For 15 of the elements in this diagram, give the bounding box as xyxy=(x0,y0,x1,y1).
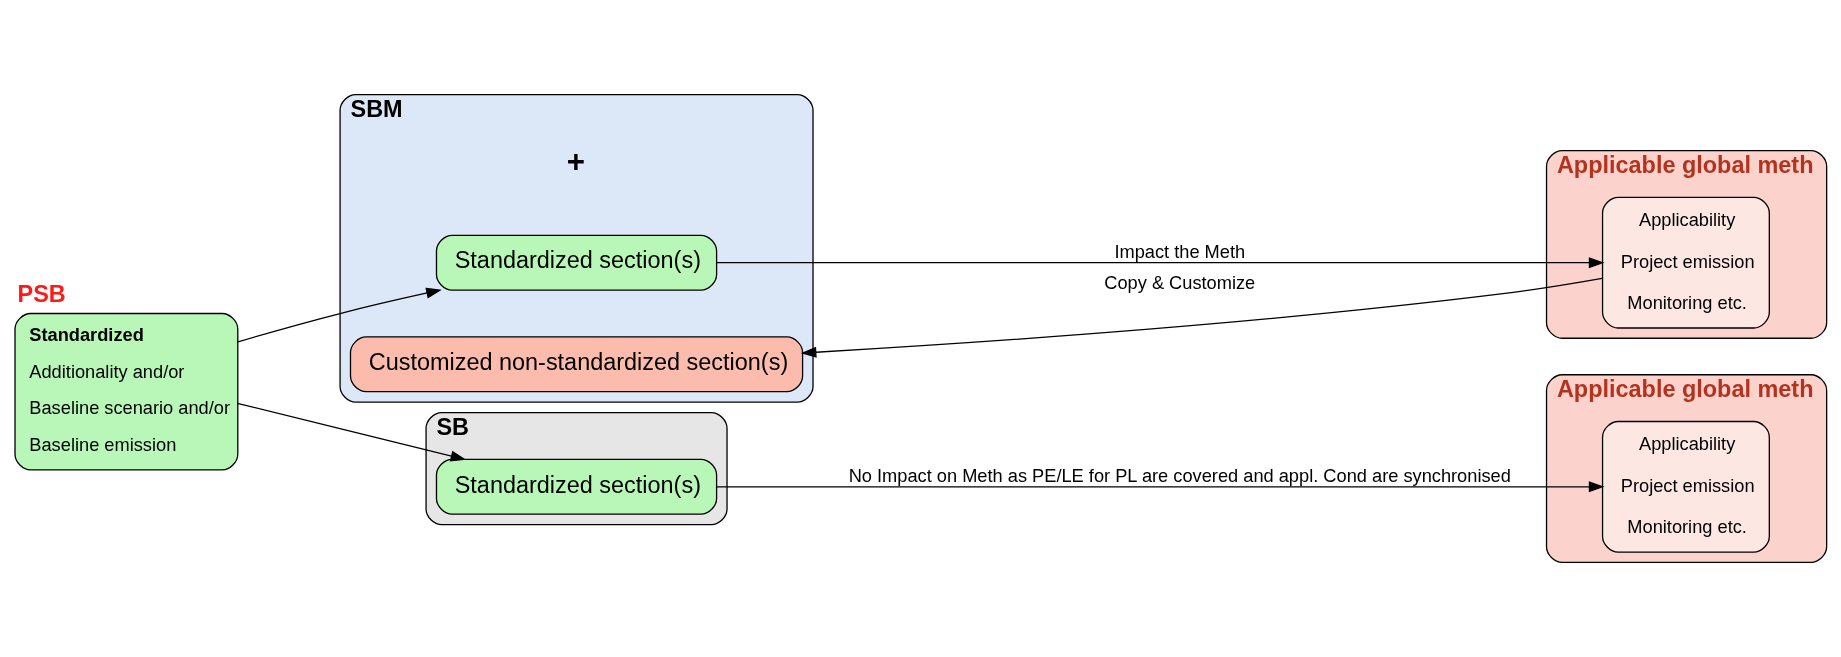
node-box: Applicability Project emission Monitoring etc. xyxy=(1601,196,1770,329)
label: + xyxy=(566,143,586,179)
node-box: Customized non-standardized section(s) xyxy=(349,336,804,393)
edge-label: No Impact on Meth as PE/LE for PL are covered and appl. Cond are synchronised xyxy=(848,464,1511,486)
arrow xyxy=(236,287,442,343)
node-box: Standardized section(s) xyxy=(435,458,718,515)
node-box: Applicability Project emission Monitoring etc. xyxy=(1601,420,1770,553)
edge-label: Copy & Customize xyxy=(1104,272,1256,294)
node-label: PSB xyxy=(17,281,66,308)
arrow xyxy=(716,257,1605,269)
edge-label: Impact the Meth xyxy=(1114,240,1246,262)
arrow xyxy=(716,481,1605,493)
node-box: Standardized section(s) xyxy=(435,234,718,291)
arrow xyxy=(800,277,1603,358)
arrow xyxy=(236,402,467,462)
